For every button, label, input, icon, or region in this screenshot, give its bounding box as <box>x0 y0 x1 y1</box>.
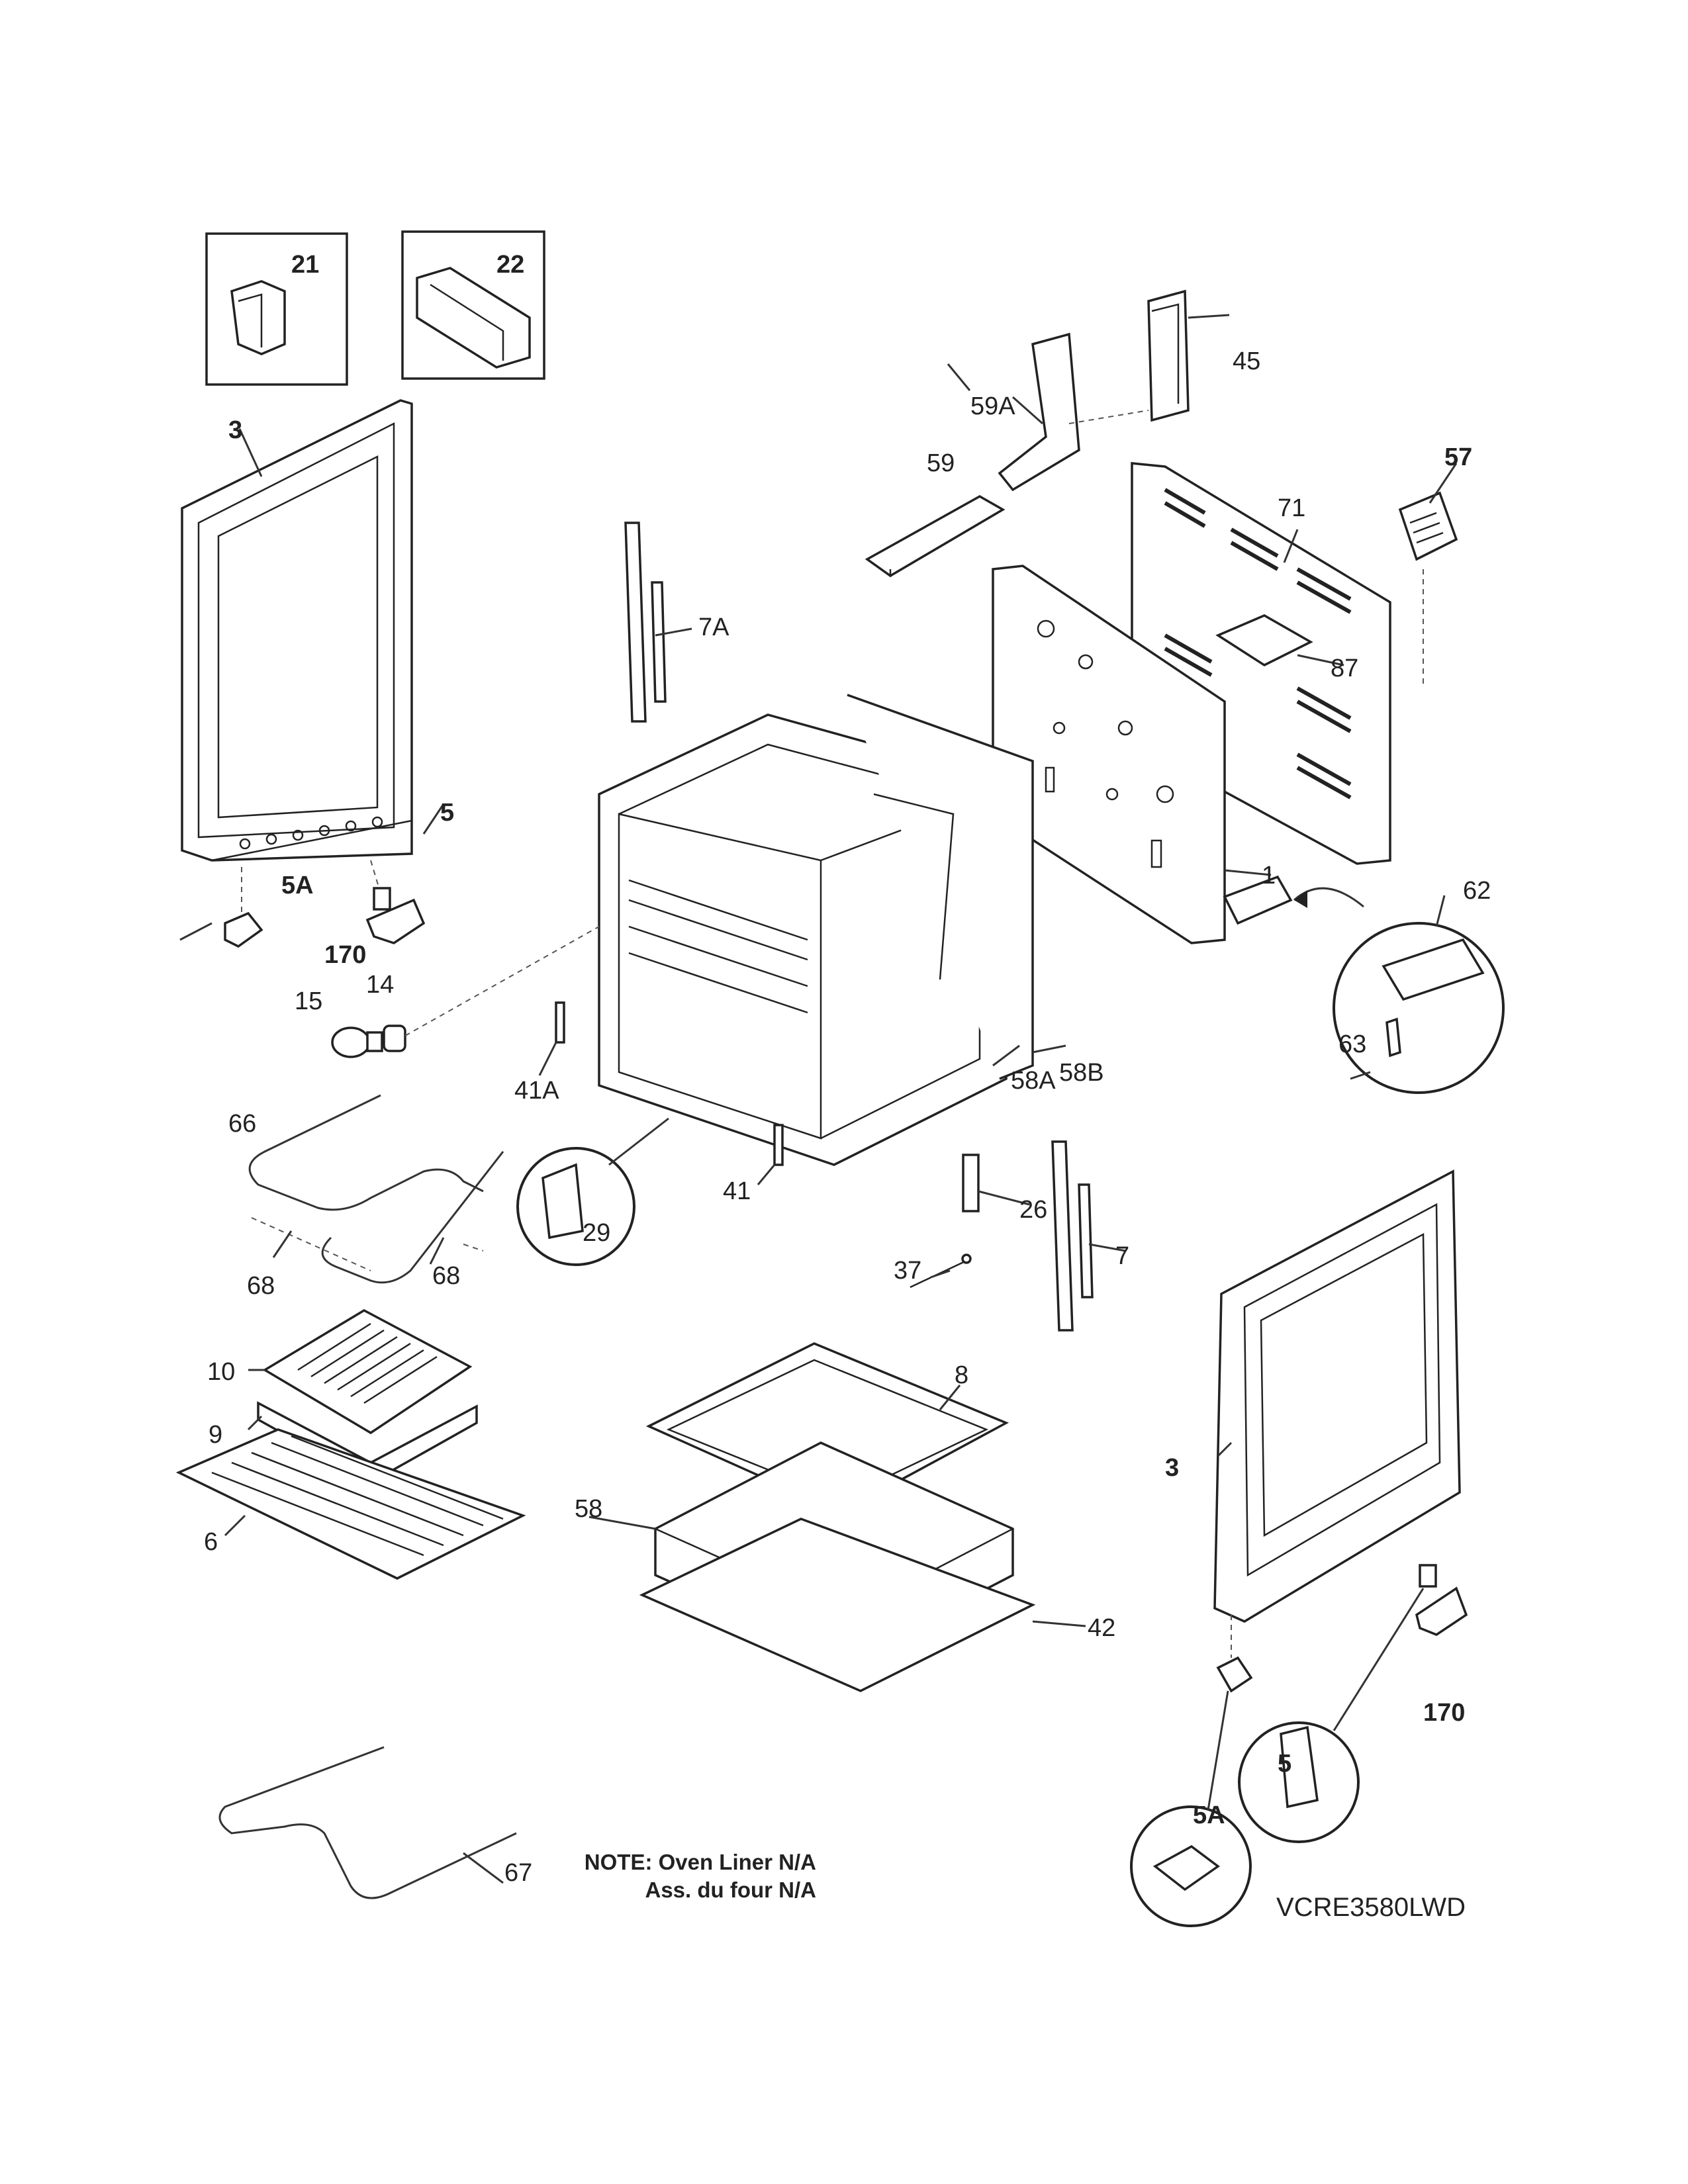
label-8: 8 <box>955 1361 968 1389</box>
label-42: 42 <box>1088 1614 1115 1642</box>
label-58B: 58B <box>1059 1059 1104 1087</box>
label-41: 41 <box>723 1177 751 1205</box>
terminal-block-62 <box>1223 875 1505 1094</box>
vent-duct-parts <box>865 289 1190 578</box>
label-87: 87 <box>1331 655 1358 682</box>
label-14: 14 <box>366 971 394 999</box>
label-68-right: 68 <box>432 1262 460 1290</box>
label-170-right: 170 <box>1423 1699 1465 1727</box>
model-number: VCRE3580LWD <box>1276 1893 1466 1922</box>
label-21: 21 <box>291 251 319 279</box>
label-170-left: 170 <box>324 941 366 969</box>
label-3-right: 3 <box>1165 1454 1179 1482</box>
label-58: 58 <box>575 1495 602 1523</box>
label-62: 62 <box>1463 877 1491 905</box>
label-71: 71 <box>1278 494 1305 522</box>
label-66: 66 <box>228 1110 256 1138</box>
label-58A: 58A <box>1011 1067 1056 1095</box>
bake-element-67 <box>218 1746 517 1899</box>
hinge-parts-left <box>179 860 426 948</box>
label-37: 37 <box>894 1257 921 1285</box>
inset-part-21 <box>205 232 348 386</box>
label-7: 7 <box>1115 1242 1129 1270</box>
label-6: 6 <box>204 1528 218 1556</box>
label-5-right: 5 <box>1278 1750 1291 1778</box>
label-3-left: 3 <box>228 416 242 444</box>
rack-support-7A <box>624 522 667 723</box>
label-67: 67 <box>504 1859 532 1887</box>
label-59: 59 <box>927 449 955 477</box>
label-15: 15 <box>295 987 322 1015</box>
label-7A: 7A <box>698 614 729 641</box>
door-left <box>181 399 413 862</box>
callout-29 <box>516 1117 669 1266</box>
label-9: 9 <box>209 1421 222 1449</box>
label-63: 63 <box>1338 1030 1366 1058</box>
label-68-left: 68 <box>247 1272 275 1300</box>
note-line-1: NOTE: Oven Liner N/A <box>585 1850 816 1874</box>
lamp-parts <box>331 926 600 1058</box>
label-5-left: 5 <box>440 799 454 827</box>
broil-element-66 <box>248 1094 504 1284</box>
oven-cavity <box>598 694 1034 1166</box>
callout-labels: 21 22 3 45 59A 59 57 71 7A 87 5 5A 170 1… <box>204 251 1491 1887</box>
cover-57 <box>1398 491 1458 688</box>
oven-rack-6 <box>175 1428 526 1580</box>
label-57: 57 <box>1444 443 1472 471</box>
rack-support-7 <box>1051 1140 1094 1332</box>
leader-lines <box>224 314 1458 1884</box>
door-right <box>1213 1169 1461 1623</box>
inset-part-22 <box>401 230 545 380</box>
bottom-cover-42 <box>639 1518 1036 1692</box>
note-line-2: Ass. du four N/A <box>645 1878 816 1902</box>
label-41A: 41A <box>514 1077 559 1105</box>
label-26: 26 <box>1019 1196 1047 1224</box>
hinge-parts-right <box>1130 1564 1468 1927</box>
label-5A-right: 5A <box>1193 1801 1225 1829</box>
label-59A: 59A <box>970 392 1015 420</box>
label-5A-left: 5A <box>281 872 314 899</box>
label-22: 22 <box>496 251 524 279</box>
label-10: 10 <box>207 1358 235 1386</box>
label-29: 29 <box>583 1219 610 1247</box>
label-1: 1 <box>1262 862 1276 889</box>
label-45: 45 <box>1233 347 1260 375</box>
